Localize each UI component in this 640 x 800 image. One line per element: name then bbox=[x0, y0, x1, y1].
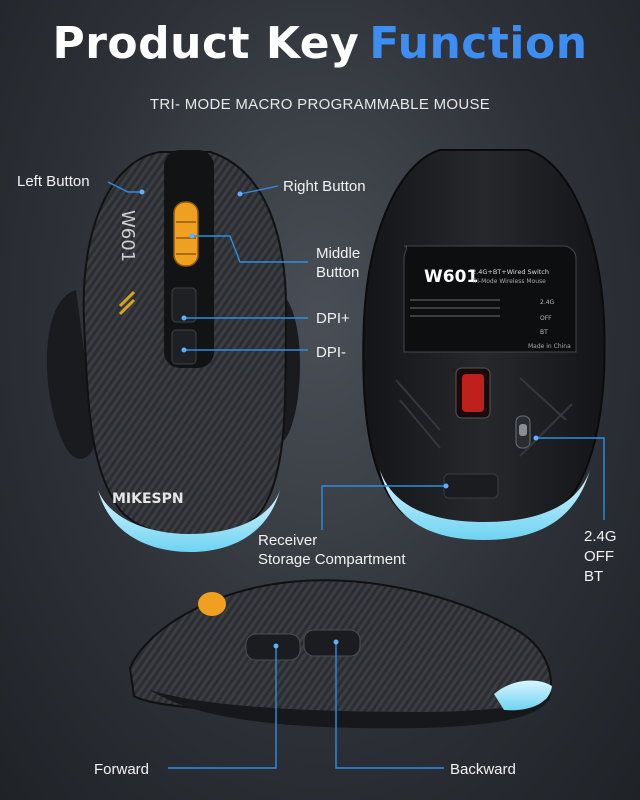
made-in-text: Made in China bbox=[528, 343, 571, 350]
label-switch-off: OFF bbox=[584, 548, 614, 565]
top-view-mouse: W601 MIKESPN bbox=[46, 150, 301, 552]
label-middle-button-1: Middle bbox=[316, 245, 361, 262]
plate-title: W601 bbox=[424, 267, 478, 287]
bottom-view-callouts bbox=[321, 435, 605, 530]
plate-sub2: Tri-Mode Wireless Mouse bbox=[471, 278, 546, 285]
receiver-compartment bbox=[443, 473, 499, 499]
side-view-callouts bbox=[168, 639, 444, 769]
top-view-glow-strip bbox=[98, 490, 280, 552]
label-switch-24g: 2.4G bbox=[584, 528, 617, 545]
label-receiver-2: Storage Compartment bbox=[258, 551, 406, 568]
label-right-button: Right Button bbox=[283, 178, 366, 195]
label-dpi-minus: DPI- bbox=[316, 344, 346, 361]
top-view-brand-text: MIKESPN bbox=[112, 491, 184, 507]
label-backward: Backward bbox=[450, 761, 516, 778]
side-view-mouse bbox=[128, 579, 552, 729]
switch-mark-bt: BT bbox=[540, 329, 548, 336]
title-blue: Function bbox=[369, 18, 588, 69]
backward-button bbox=[303, 629, 361, 657]
label-middle-button-2: Button bbox=[316, 264, 360, 281]
dpi-minus-button bbox=[171, 329, 197, 365]
bottom-view-glow-strip bbox=[380, 470, 590, 540]
label-left-button: Left Button bbox=[17, 173, 90, 190]
label-receiver-1: Receiver bbox=[258, 532, 318, 549]
side-view-glow bbox=[494, 680, 552, 711]
label-forward: Forward bbox=[94, 761, 150, 778]
side-view-grip bbox=[150, 690, 548, 729]
side-view-scroll-wheel bbox=[198, 592, 226, 616]
forward-button bbox=[245, 633, 301, 661]
bottom-view-mouse: W601 2.4G+BT+Wired Switch Tri-Mode Wirel… bbox=[362, 149, 606, 540]
bottom-view-plate bbox=[403, 245, 577, 353]
label-switch-bt: BT bbox=[584, 568, 604, 585]
dpi-plus-button bbox=[171, 287, 197, 323]
switch-mark-24g: 2.4G bbox=[540, 299, 555, 306]
top-view-side-grip-left bbox=[46, 290, 96, 459]
plate-sub: 2.4G+BT+Wired Switch bbox=[472, 268, 549, 276]
top-view-model-text: W601 bbox=[117, 210, 138, 262]
page-subtitle: TRI- MODE MACRO PROGRAMMABLE MOUSE bbox=[149, 96, 491, 113]
switch-mark-off: OFF bbox=[540, 315, 552, 322]
top-view-callouts bbox=[107, 181, 308, 353]
scroll-wheel bbox=[173, 201, 199, 267]
top-view-stripe-accent bbox=[118, 290, 136, 316]
bottom-view-texture bbox=[395, 377, 573, 457]
label-dpi-plus: DPI+ bbox=[316, 310, 350, 327]
title-white: Product Key bbox=[52, 18, 360, 69]
plate-fine-print bbox=[410, 299, 500, 317]
